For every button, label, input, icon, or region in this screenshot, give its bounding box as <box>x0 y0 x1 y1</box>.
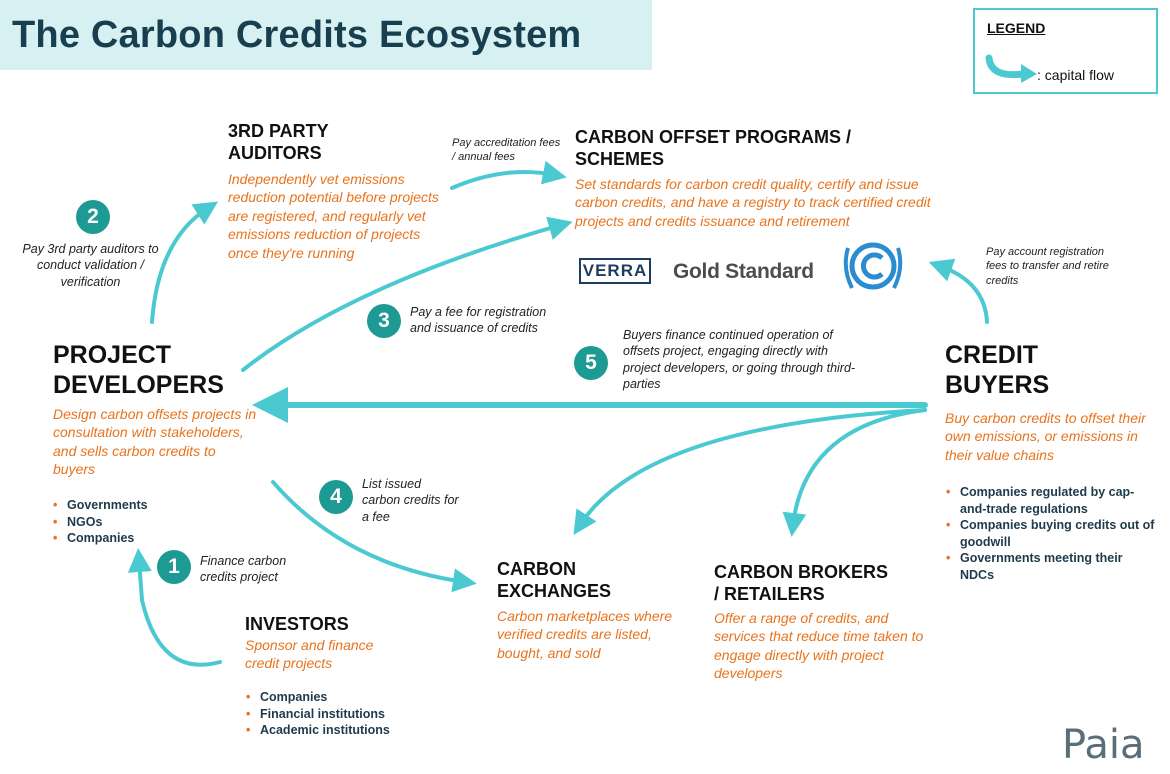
capital-flow-arrow-icon <box>985 54 1037 83</box>
step-3-label: Pay a fee for registration and issuance … <box>410 305 547 336</box>
step-1-label: Finance carbon credits project <box>200 554 287 585</box>
exchanges-description: Carbon marketplaces where verified credi… <box>497 608 673 661</box>
step-4-label: List issued carbon credits for a fee <box>362 477 459 524</box>
list-item: Companies buying credits out of goodwill <box>943 517 1158 550</box>
accreditation-fees-label: Pay accreditation fees / annual fees <box>452 137 561 164</box>
auditors-heading-line2: AUDITORS <box>228 142 322 163</box>
legend-capital-flow-label: : capital flow <box>1037 67 1115 83</box>
registration-fees-label: Pay account registration fees to transfe… <box>986 246 1109 287</box>
verra-logo: VERRA <box>579 258 651 284</box>
arrow-accreditation <box>450 160 567 190</box>
auditors-heading: 3RD PARTY AUDITORS <box>228 121 329 164</box>
investors-heading: INVESTORS <box>245 614 349 634</box>
legend-title: LEGEND <box>987 20 1046 36</box>
exchanges-heading-line2: EXCHANGES <box>497 580 612 601</box>
developers-heading: PROJECT DEVELOPERS <box>53 340 224 400</box>
brokers-heading-line2: / RETAILERS <box>714 583 825 604</box>
step-4-badge: 4 <box>319 480 353 514</box>
programs-description: Set standards for carbon credit quality,… <box>575 176 931 229</box>
list-item: Governments meeting their NDCs <box>943 550 1158 583</box>
arrow-buyers-to-programs <box>928 258 989 324</box>
step-3-badge: 3 <box>367 304 401 338</box>
list-item: NGOs <box>50 514 148 531</box>
list-item: Companies <box>243 689 390 706</box>
investors-types-list: Companies Financial institutions Academi… <box>243 689 390 739</box>
developers-heading-line2: DEVELOPERS <box>53 371 224 399</box>
unfccc-icon <box>843 242 903 290</box>
gold-standard-logo: Gold Standard <box>673 260 814 283</box>
buyers-heading-line1: CREDIT <box>945 341 1039 369</box>
developers-description: Design carbon offsets projects in consul… <box>53 406 257 478</box>
investors-description: Sponsor and finance credit projects <box>245 637 374 672</box>
arrow-buyers-to-brokers <box>782 408 927 537</box>
arrow-investors-to-developers <box>127 548 222 667</box>
buyers-description: Buy carbon credits to offset their own e… <box>945 410 1146 463</box>
programs-heading-line1: CARBON OFFSET PROGRAMS / <box>575 127 852 147</box>
developers-types-list: Governments NGOs Companies <box>50 497 148 547</box>
step-2-badge: 2 <box>76 200 110 234</box>
auditors-description: Independently vet emissions reduction po… <box>228 171 439 261</box>
page-title: The Carbon Credits Ecosystem <box>12 14 582 56</box>
step-2-label: Pay 3rd party auditors to conduct valida… <box>22 242 159 289</box>
exchanges-heading: CARBON EXCHANGES <box>497 559 611 602</box>
arrow-developers-to-auditors <box>150 201 219 324</box>
legend-box: LEGEND : capital flow <box>973 8 1158 94</box>
brokers-heading: CARBON BROKERS / RETAILERS <box>714 562 888 605</box>
exchanges-heading-line1: CARBON <box>497 559 576 579</box>
arrow-developers-to-exchanges <box>271 480 477 593</box>
programs-heading-line2: SCHEMES <box>575 148 665 169</box>
brokers-heading-line1: CARBON BROKERS <box>714 562 889 582</box>
step-5-badge: 5 <box>574 346 608 380</box>
list-item: Academic institutions <box>243 722 390 739</box>
step-5-label: Buyers finance continued operation of of… <box>623 328 856 391</box>
list-item: Governments <box>50 497 148 514</box>
list-item: Companies regulated by cap-and-trade reg… <box>943 484 1158 517</box>
auditors-heading-line1: 3RD PARTY <box>228 121 329 141</box>
step-1-badge: 1 <box>157 550 191 584</box>
title-banner <box>0 0 652 70</box>
programs-heading: CARBON OFFSET PROGRAMS / SCHEMES <box>575 127 851 170</box>
developers-heading-line1: PROJECT <box>53 341 172 369</box>
buyers-heading-line2: BUYERS <box>945 371 1050 399</box>
list-item: Financial institutions <box>243 706 390 723</box>
arrow-developers-to-programs <box>241 216 573 372</box>
arrow-buyers-to-exchanges <box>573 408 927 536</box>
paia-logo: Paia <box>1062 722 1145 768</box>
brokers-description: Offer a range of credits, and services t… <box>714 610 924 682</box>
buyers-heading: CREDIT BUYERS <box>945 340 1049 400</box>
list-item: Companies <box>50 530 148 547</box>
buyers-types-list: Companies regulated by cap-and-trade reg… <box>943 484 1158 583</box>
